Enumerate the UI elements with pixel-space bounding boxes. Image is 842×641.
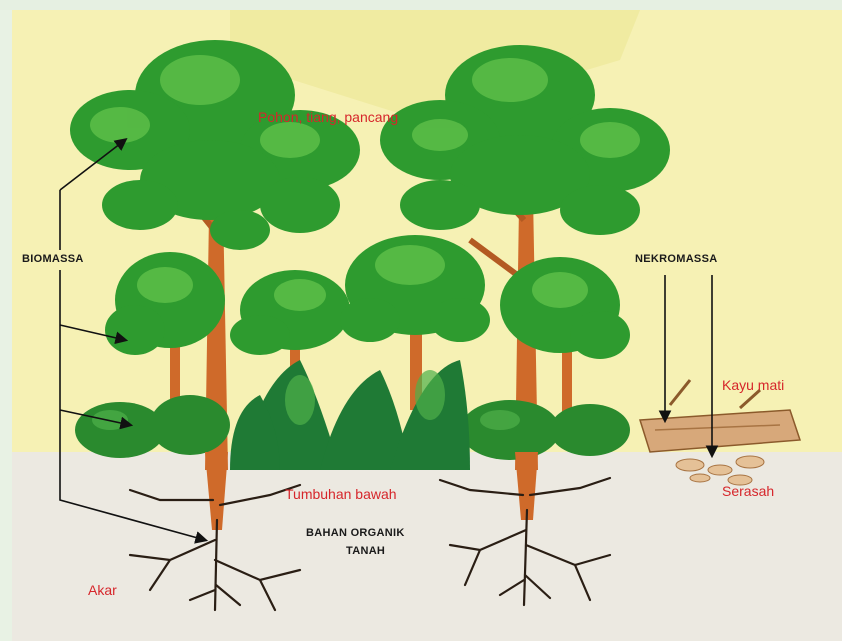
frame-left: [0, 0, 12, 641]
label-bahan-organik: BAHAN ORGANIK: [306, 528, 405, 539]
soil-background: [0, 452, 842, 641]
frame-top: [0, 0, 842, 10]
label-serasah: Serasah: [722, 484, 774, 498]
label-pohon-tiang-pancang: Pohon, tiang, pancang: [258, 110, 398, 124]
label-akar: Akar: [88, 583, 117, 597]
label-biomassa: BIOMASSA: [22, 254, 84, 265]
label-tanah: TANAH: [346, 546, 385, 557]
label-kayu-mati: Kayu mati: [722, 378, 784, 392]
label-nekromassa: NEKROMASSA: [635, 254, 717, 265]
label-tumbuhan-bawah: Tumbuhan bawah: [285, 487, 397, 501]
